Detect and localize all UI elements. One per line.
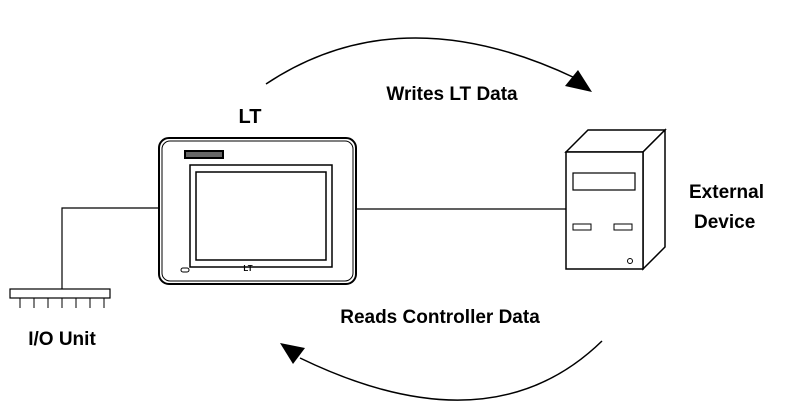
reads-label: Reads Controller Data: [340, 307, 540, 328]
writes-arrowhead: [565, 70, 592, 92]
external-device: [564, 128, 667, 271]
external-device-label-line1: External: [689, 182, 764, 203]
device-display: [572, 172, 636, 191]
writes-arc: [265, 37, 576, 85]
reads-arrowhead: [280, 343, 305, 364]
lt-label: LT: [239, 106, 262, 128]
writes-label: Writes LT Data: [386, 84, 518, 105]
lt-led: [180, 267, 190, 273]
device-slot-left: [572, 223, 592, 231]
device-power-led: [627, 258, 633, 264]
lt-to-io-wire: [61, 207, 159, 289]
io-unit-label: I/O Unit: [28, 329, 96, 350]
lt-panel: LT: [158, 137, 357, 285]
device-slot-right: [613, 223, 633, 231]
io-unit: [9, 288, 111, 308]
lt-panel-logo: LT: [243, 264, 252, 273]
external-device-label-line2: Device: [694, 212, 755, 233]
reads-arc: [299, 340, 603, 401]
lt-screen: [195, 171, 327, 261]
